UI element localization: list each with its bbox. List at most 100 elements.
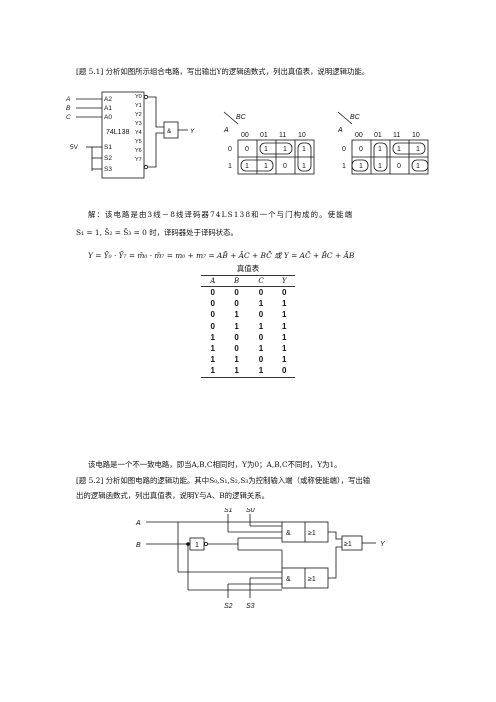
- input-a-label: A: [135, 520, 141, 527]
- table-row: 0 1 0 1: [201, 309, 295, 320]
- table-cell: 1: [282, 299, 287, 309]
- kmap2-row-var: A: [337, 127, 343, 134]
- table-cell: 1: [282, 332, 287, 342]
- problem1-title: [题 5.1] 分析如图所示组合电路，写出输出Y的逻辑函数式，列出真值表，说明逻…: [76, 67, 370, 76]
- table-cell: 0: [210, 288, 215, 298]
- table-cell: 0: [234, 299, 239, 309]
- kmap1-col-01: 01: [260, 132, 268, 139]
- kmap1-col-10: 10: [298, 132, 306, 139]
- table-cell: 1: [282, 344, 287, 354]
- out-y4: Y4: [135, 130, 142, 136]
- solution-line-1: 解：该电路是由3线－8线译码器74LS138和一个与门构成的。使能端: [88, 210, 354, 219]
- top-or-symbol: ≥1: [308, 530, 316, 537]
- top-and-symbol: &: [286, 530, 291, 537]
- table-cell: 1: [234, 355, 239, 365]
- kmap1-cell: 0: [283, 163, 287, 170]
- out-y2: Y2: [135, 112, 142, 118]
- kmap2-col-var: BC: [350, 114, 361, 121]
- out-y7: Y7: [135, 157, 142, 163]
- kmap1-row-0: 0: [228, 146, 232, 153]
- table-cell: 1: [234, 310, 239, 320]
- conclusion-text: 该电路是一个不一致电路，即当A,B,C相同时，Y为0；A,B,C不同时，Y为1。: [88, 460, 342, 469]
- out-y1: Y1: [135, 103, 142, 109]
- kmap2-col-10: 10: [412, 132, 420, 139]
- table-cell: 0: [234, 332, 239, 342]
- kmap1-row-var: A: [223, 127, 229, 134]
- kmap2-cell: 0: [397, 163, 401, 170]
- supply-label: 5V: [70, 144, 79, 151]
- kmap1-cell: 1: [302, 146, 306, 153]
- kmap1-cell: 1: [283, 146, 287, 153]
- control-s1-label: S1: [224, 508, 233, 514]
- truth-table-caption: 真值表: [236, 264, 260, 273]
- aoi-circuit-diagram: S1 S0 S2 S3 A B 1 & ≥1 & ≥1 ≥1 Y: [135, 508, 386, 610]
- table-cell: 1: [258, 344, 264, 354]
- table-cell: 0: [210, 321, 215, 331]
- and-gate-symbol: &: [167, 128, 172, 135]
- kmap2-cell: 1: [416, 146, 420, 153]
- pin-s3: S3: [104, 166, 112, 173]
- kmap2-col-11: 11: [393, 132, 400, 139]
- decoder-name: 74L138: [106, 129, 129, 136]
- table-cell: 0: [273, 365, 295, 378]
- kmap1-row-1: 1: [228, 163, 232, 170]
- problem2-title-line-1: [题 5.2] 分析如图电路的逻辑功能。其中S₀,S₁,S₂,S₃为控制输入端（…: [76, 476, 371, 485]
- table-cell: 0: [234, 344, 239, 354]
- kmap1-cell: 0: [245, 146, 249, 153]
- input-b-label: B: [66, 105, 71, 112]
- kmap2-cell: 1: [397, 146, 401, 153]
- out-y3: Y3: [135, 121, 142, 127]
- input-c-label: C: [66, 114, 71, 121]
- header-b: B: [224, 275, 249, 287]
- kmap1-cell: 1: [302, 163, 306, 170]
- out-y0: Y0: [135, 94, 142, 100]
- table-cell: 1: [201, 365, 225, 378]
- pin-s1: S1: [104, 144, 112, 151]
- out-y5: Y5: [135, 139, 142, 145]
- kmap2-cell: 1: [359, 163, 363, 170]
- kmap1-cell: 1: [245, 163, 249, 170]
- input-b-label: B: [136, 542, 141, 549]
- output-y-label: Y: [380, 541, 386, 548]
- table-cell: 0: [282, 288, 287, 298]
- table-row: 1 0 1 1: [201, 343, 295, 354]
- problem2-title-line-2: 出的逻辑函数式，列出真值表，说明Y与A、B的逻辑关系。: [76, 491, 270, 500]
- kmap2-col-01: 01: [374, 132, 382, 139]
- solution-line-2: S₁ = 1, S̄₂ = S̄₃ = 0 时，译码器处于译码状态。: [76, 228, 238, 237]
- kmap1-col-00: 00: [241, 132, 249, 139]
- table-cell: 1: [282, 355, 287, 365]
- not-gate-symbol: 1: [195, 542, 199, 549]
- bottom-and-symbol: &: [286, 576, 291, 583]
- pin-a0: A0: [104, 114, 112, 121]
- kmap2-cell: 1: [378, 163, 382, 170]
- table-cell: 1: [210, 344, 215, 354]
- table-cell: 1: [282, 321, 287, 331]
- control-s3-label: S3: [246, 603, 255, 610]
- bottom-or-symbol: ≥1: [308, 576, 316, 583]
- kmap2-cell: 1: [416, 163, 420, 170]
- control-s2-label: S2: [224, 603, 233, 610]
- control-s0-label: S0: [246, 508, 255, 514]
- table-cell: 1: [282, 310, 287, 320]
- table-cell: 1: [210, 355, 215, 365]
- table-cell: 0: [210, 310, 215, 320]
- kmap1-col-var: BC: [236, 114, 247, 121]
- table-cell: 1: [248, 365, 274, 378]
- karnaugh-map-1: BC A 00 01 11 10 0 1 0 1 1 1 1 1 0 1: [223, 111, 315, 175]
- out-y6: Y6: [135, 148, 142, 154]
- table-cell: 0: [210, 299, 215, 309]
- logic-equation: Y = Ȳ₀ · Ȳ₇ = m̄₀ · m̄₇ = m₀ + m₇ = AB̄ …: [88, 251, 355, 260]
- final-or-symbol: ≥1: [344, 541, 352, 548]
- table-cell: 0: [258, 288, 264, 298]
- table-cell: 0: [258, 310, 264, 320]
- pin-s2: S2: [104, 155, 112, 162]
- table-cell: 1: [234, 321, 239, 331]
- kmap2-row-0: 0: [342, 146, 346, 153]
- input-a-label: A: [65, 96, 70, 103]
